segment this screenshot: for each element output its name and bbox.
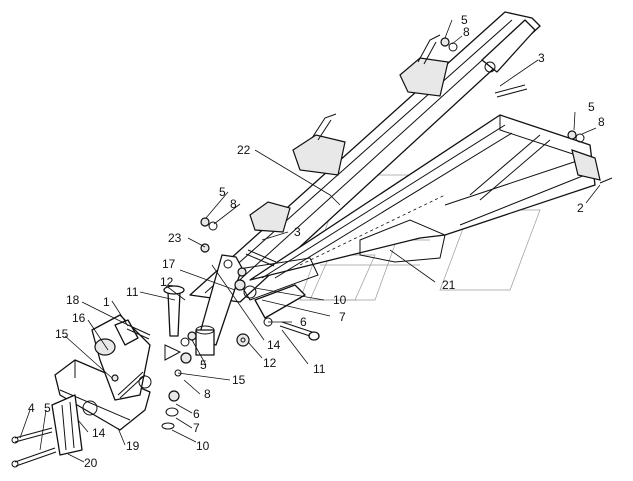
callout-4: 4 [28, 401, 35, 415]
callout-8: 8 [204, 387, 211, 401]
callout-14: 14 [267, 338, 281, 352]
callout-5: 5 [200, 358, 207, 372]
callout-10: 10 [196, 439, 210, 453]
callout-2: 2 [577, 201, 584, 215]
callout-8: 8 [463, 25, 470, 39]
callout-5: 5 [219, 185, 226, 199]
callout-8: 8 [230, 197, 237, 211]
callout-3: 3 [538, 51, 545, 65]
callout-15: 15 [55, 327, 69, 341]
callout-19: 19 [126, 439, 140, 453]
callout-16: 16 [72, 311, 86, 325]
callout-8: 8 [598, 115, 605, 129]
callout-20: 20 [84, 456, 98, 470]
callout-18: 18 [66, 293, 80, 307]
callout-5: 5 [588, 100, 595, 114]
callout-22: 22 [237, 143, 251, 157]
callout-3: 3 [294, 225, 301, 239]
callout-5: 5 [44, 401, 51, 415]
lift-link [195, 254, 243, 356]
callout-6: 6 [193, 407, 200, 421]
callout-17: 17 [162, 257, 176, 271]
callout-7: 7 [339, 310, 346, 324]
callout-12: 12 [263, 356, 277, 370]
callout-14: 14 [92, 426, 106, 440]
callout-12: 12 [160, 275, 174, 289]
callout-10: 10 [333, 293, 347, 307]
upper-drawbar-arm [189, 11, 541, 303]
callout-5: 5 [461, 13, 468, 27]
callout-21: 21 [442, 278, 456, 292]
pins-and-bolts [11, 84, 613, 468]
callout-11: 11 [126, 285, 139, 299]
callout-15: 15 [232, 373, 246, 387]
callout-labels: 5 8 3 5 8 2 22 5 8 3 23 10 7 6 11 21 17 … [28, 13, 605, 470]
callout-23: 23 [168, 231, 182, 245]
leader-lines [19, 19, 601, 463]
callout-6: 6 [300, 315, 307, 329]
washers-and-nuts [111, 37, 585, 430]
callout-11: 11 [313, 362, 326, 376]
callout-7: 7 [193, 421, 200, 435]
callout-1: 1 [103, 295, 110, 309]
